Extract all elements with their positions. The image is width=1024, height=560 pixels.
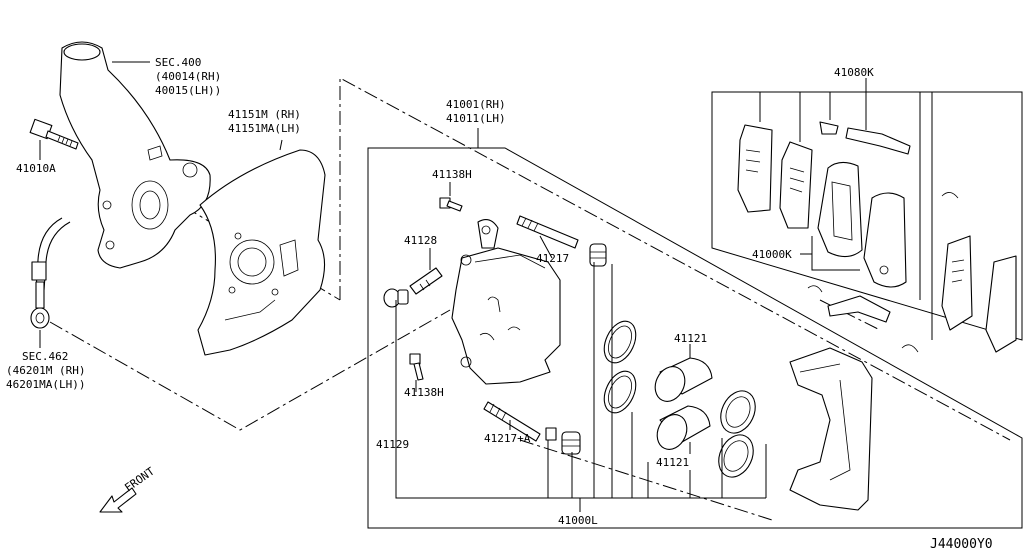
label-41121-upper: 41121 bbox=[674, 332, 707, 345]
label-41217: 41217 bbox=[536, 252, 569, 265]
seal-ring-lower bbox=[603, 370, 637, 414]
label-41080k: 41080K bbox=[834, 66, 874, 79]
dust-shield bbox=[197, 149, 326, 356]
label-diagram-code: J44000Y0 bbox=[930, 537, 993, 552]
pad-clip-top bbox=[819, 121, 911, 155]
label-41129: 41129 bbox=[376, 438, 409, 451]
guide-pin-41128 bbox=[409, 267, 443, 295]
label-41000l: 41000L bbox=[558, 514, 598, 527]
label-40015: 40015(LH)) bbox=[155, 84, 221, 97]
label-40014: (40014(RH) bbox=[155, 70, 221, 83]
label-41151m: 41151M (RH) bbox=[228, 108, 301, 121]
wear-sensor-shim-far-right bbox=[985, 255, 1017, 353]
pad-spring bbox=[901, 192, 959, 353]
label-41010a: 41010A bbox=[16, 162, 56, 175]
label-41011: 41011(LH) bbox=[446, 112, 506, 125]
guide-pin-41217 bbox=[516, 215, 579, 249]
brake-hose bbox=[30, 217, 71, 329]
guide-pin-41217a bbox=[483, 401, 541, 442]
label-41138h-lower: 41138H bbox=[404, 386, 444, 399]
label-41138h-upper: 41138H bbox=[432, 168, 472, 181]
label-sec462: SEC.462 bbox=[22, 350, 68, 363]
dust-boot-upper bbox=[720, 390, 756, 434]
label-41151ma: 41151MA(LH) bbox=[228, 122, 301, 135]
label-sec400: SEC.400 bbox=[155, 56, 201, 69]
bolt-41010a bbox=[29, 118, 79, 150]
label-46201m: (46201M (RH) bbox=[6, 364, 85, 377]
front-arrow-icon bbox=[99, 487, 137, 513]
label-41217a: 41217+A bbox=[484, 432, 531, 445]
pad-clip-bottom bbox=[807, 285, 891, 323]
assembly-line-outer-frame bbox=[339, 77, 1011, 441]
brake-pad-inner bbox=[863, 192, 907, 288]
label-46201ma: 46201MA(LH)) bbox=[6, 378, 85, 391]
label-41128: 41128 bbox=[404, 234, 437, 247]
pad-kit-frame bbox=[711, 91, 1023, 341]
steering-knuckle bbox=[59, 41, 211, 269]
label-front: FRONT bbox=[122, 465, 157, 495]
caliper-bracket bbox=[789, 347, 873, 511]
assembly-line-hose bbox=[49, 309, 451, 431]
label-41121-lower: 41121 bbox=[656, 456, 689, 469]
pad-outer-shim bbox=[737, 124, 773, 213]
assembly-line-bottom bbox=[519, 439, 773, 521]
seal-ring-upper bbox=[603, 320, 637, 364]
label-41001: 41001(RH) bbox=[446, 98, 506, 111]
piston-upper bbox=[654, 357, 713, 402]
caliper-body bbox=[451, 219, 561, 385]
bolt-41138h-lower bbox=[409, 353, 424, 381]
bolt-41138h-upper bbox=[439, 197, 463, 212]
label-41000k: 41000K bbox=[752, 248, 792, 261]
caliper-kit-frame bbox=[367, 147, 1023, 529]
pad-shim-2 bbox=[779, 141, 813, 229]
piston-lower bbox=[656, 405, 711, 450]
dust-boot-lower bbox=[718, 434, 754, 478]
boot-41217a-lower bbox=[545, 427, 581, 455]
boot-41217-upper bbox=[589, 243, 607, 267]
leader-lines bbox=[39, 61, 933, 512]
brake-pad-outer bbox=[817, 161, 863, 258]
wear-sensor-shim-right bbox=[941, 235, 973, 331]
